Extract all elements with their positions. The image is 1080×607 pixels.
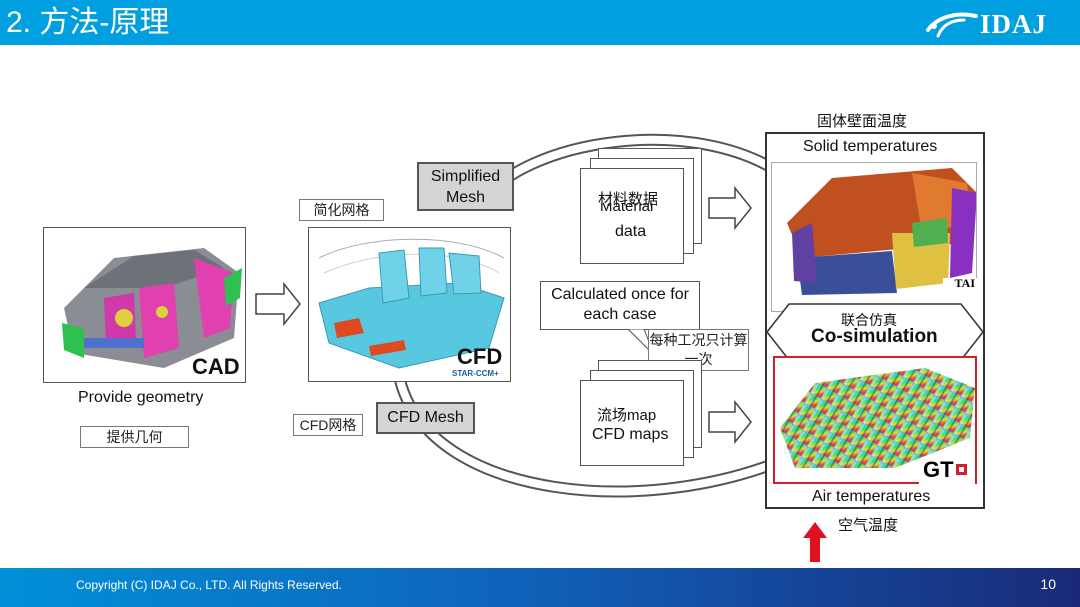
cfd-cn-label-top: 简化网格	[299, 199, 384, 221]
footer-bar: Copyright (C) IDAJ Co., LTD. All Rights …	[0, 568, 1080, 607]
cosim-cn-label: 联合仿真	[841, 312, 897, 328]
solid-temp-illustration	[787, 168, 976, 295]
cfd-sub-label: STAR-CCM+	[452, 369, 499, 378]
flow-cn-label: 流场map	[597, 407, 657, 424]
copyright-text: Copyright (C) IDAJ Co., LTD. All Rights …	[76, 578, 342, 592]
cosim-panel: Solid temperatures TAI 联合仿真 Co-simulatio…	[765, 132, 985, 509]
gt-label: GT	[923, 457, 954, 482]
material-cn-label: 材料数据	[598, 191, 659, 208]
cad-to-cfd-arrow	[255, 281, 301, 327]
simplified-mesh-tag: Simplified Mesh	[417, 162, 514, 211]
cad-big-label: CAD	[192, 354, 240, 379]
cosim-label: Co-simulation	[811, 326, 938, 347]
solid-temperatures-label: Solid temperatures	[803, 138, 938, 155]
solid-cn-label: 固体壁面温度	[817, 113, 908, 130]
material-to-solid-arrow	[708, 185, 752, 231]
air-temperatures-label: Air temperatures	[812, 488, 931, 505]
calculated-cn-label: 每种工况只计算一次	[648, 329, 749, 371]
cfd-image: CFD STAR-CCM+	[308, 227, 511, 382]
cad-caption: Provide geometry	[78, 389, 204, 406]
maps-sheet-1	[580, 380, 684, 466]
logo-swoosh-icon	[926, 12, 978, 38]
material-label-line2: data	[615, 223, 647, 240]
cfd-big-label: CFD	[457, 344, 503, 369]
cad-image: CAD	[43, 227, 246, 383]
air-cn-label: 空气温度	[838, 517, 899, 534]
idaj-logo: IDAJ	[924, 8, 1054, 39]
red-up-arrow-icon	[803, 522, 827, 562]
cad-car-illustration	[62, 248, 242, 368]
gt-mark-icon	[955, 464, 967, 475]
cfd-mesh-tag: CFD Mesh	[376, 402, 475, 434]
page-number: 10	[1040, 576, 1056, 592]
cfd-cn-label-bottom: CFD网格	[293, 414, 363, 436]
flow-maps-label: CFD maps	[592, 426, 669, 443]
slide-title: 2. 方法-原理	[6, 6, 170, 39]
logo-text: IDAJ	[980, 9, 1048, 39]
maps-to-air-arrow	[708, 399, 752, 445]
material-sheet-1	[580, 168, 684, 264]
cfd-mesh-illustration	[318, 238, 505, 369]
solid-temp-image	[771, 162, 977, 312]
header-bar: 2. 方法-原理 IDAJ	[0, 0, 1080, 45]
air-temp-illustration	[780, 368, 975, 468]
gt-badge: GT	[919, 458, 975, 484]
cad-cn-label: 提供几何	[80, 426, 189, 448]
calculated-callout: Calculated once for each case	[540, 281, 700, 330]
material-label-line1: Material	[600, 203, 654, 214]
